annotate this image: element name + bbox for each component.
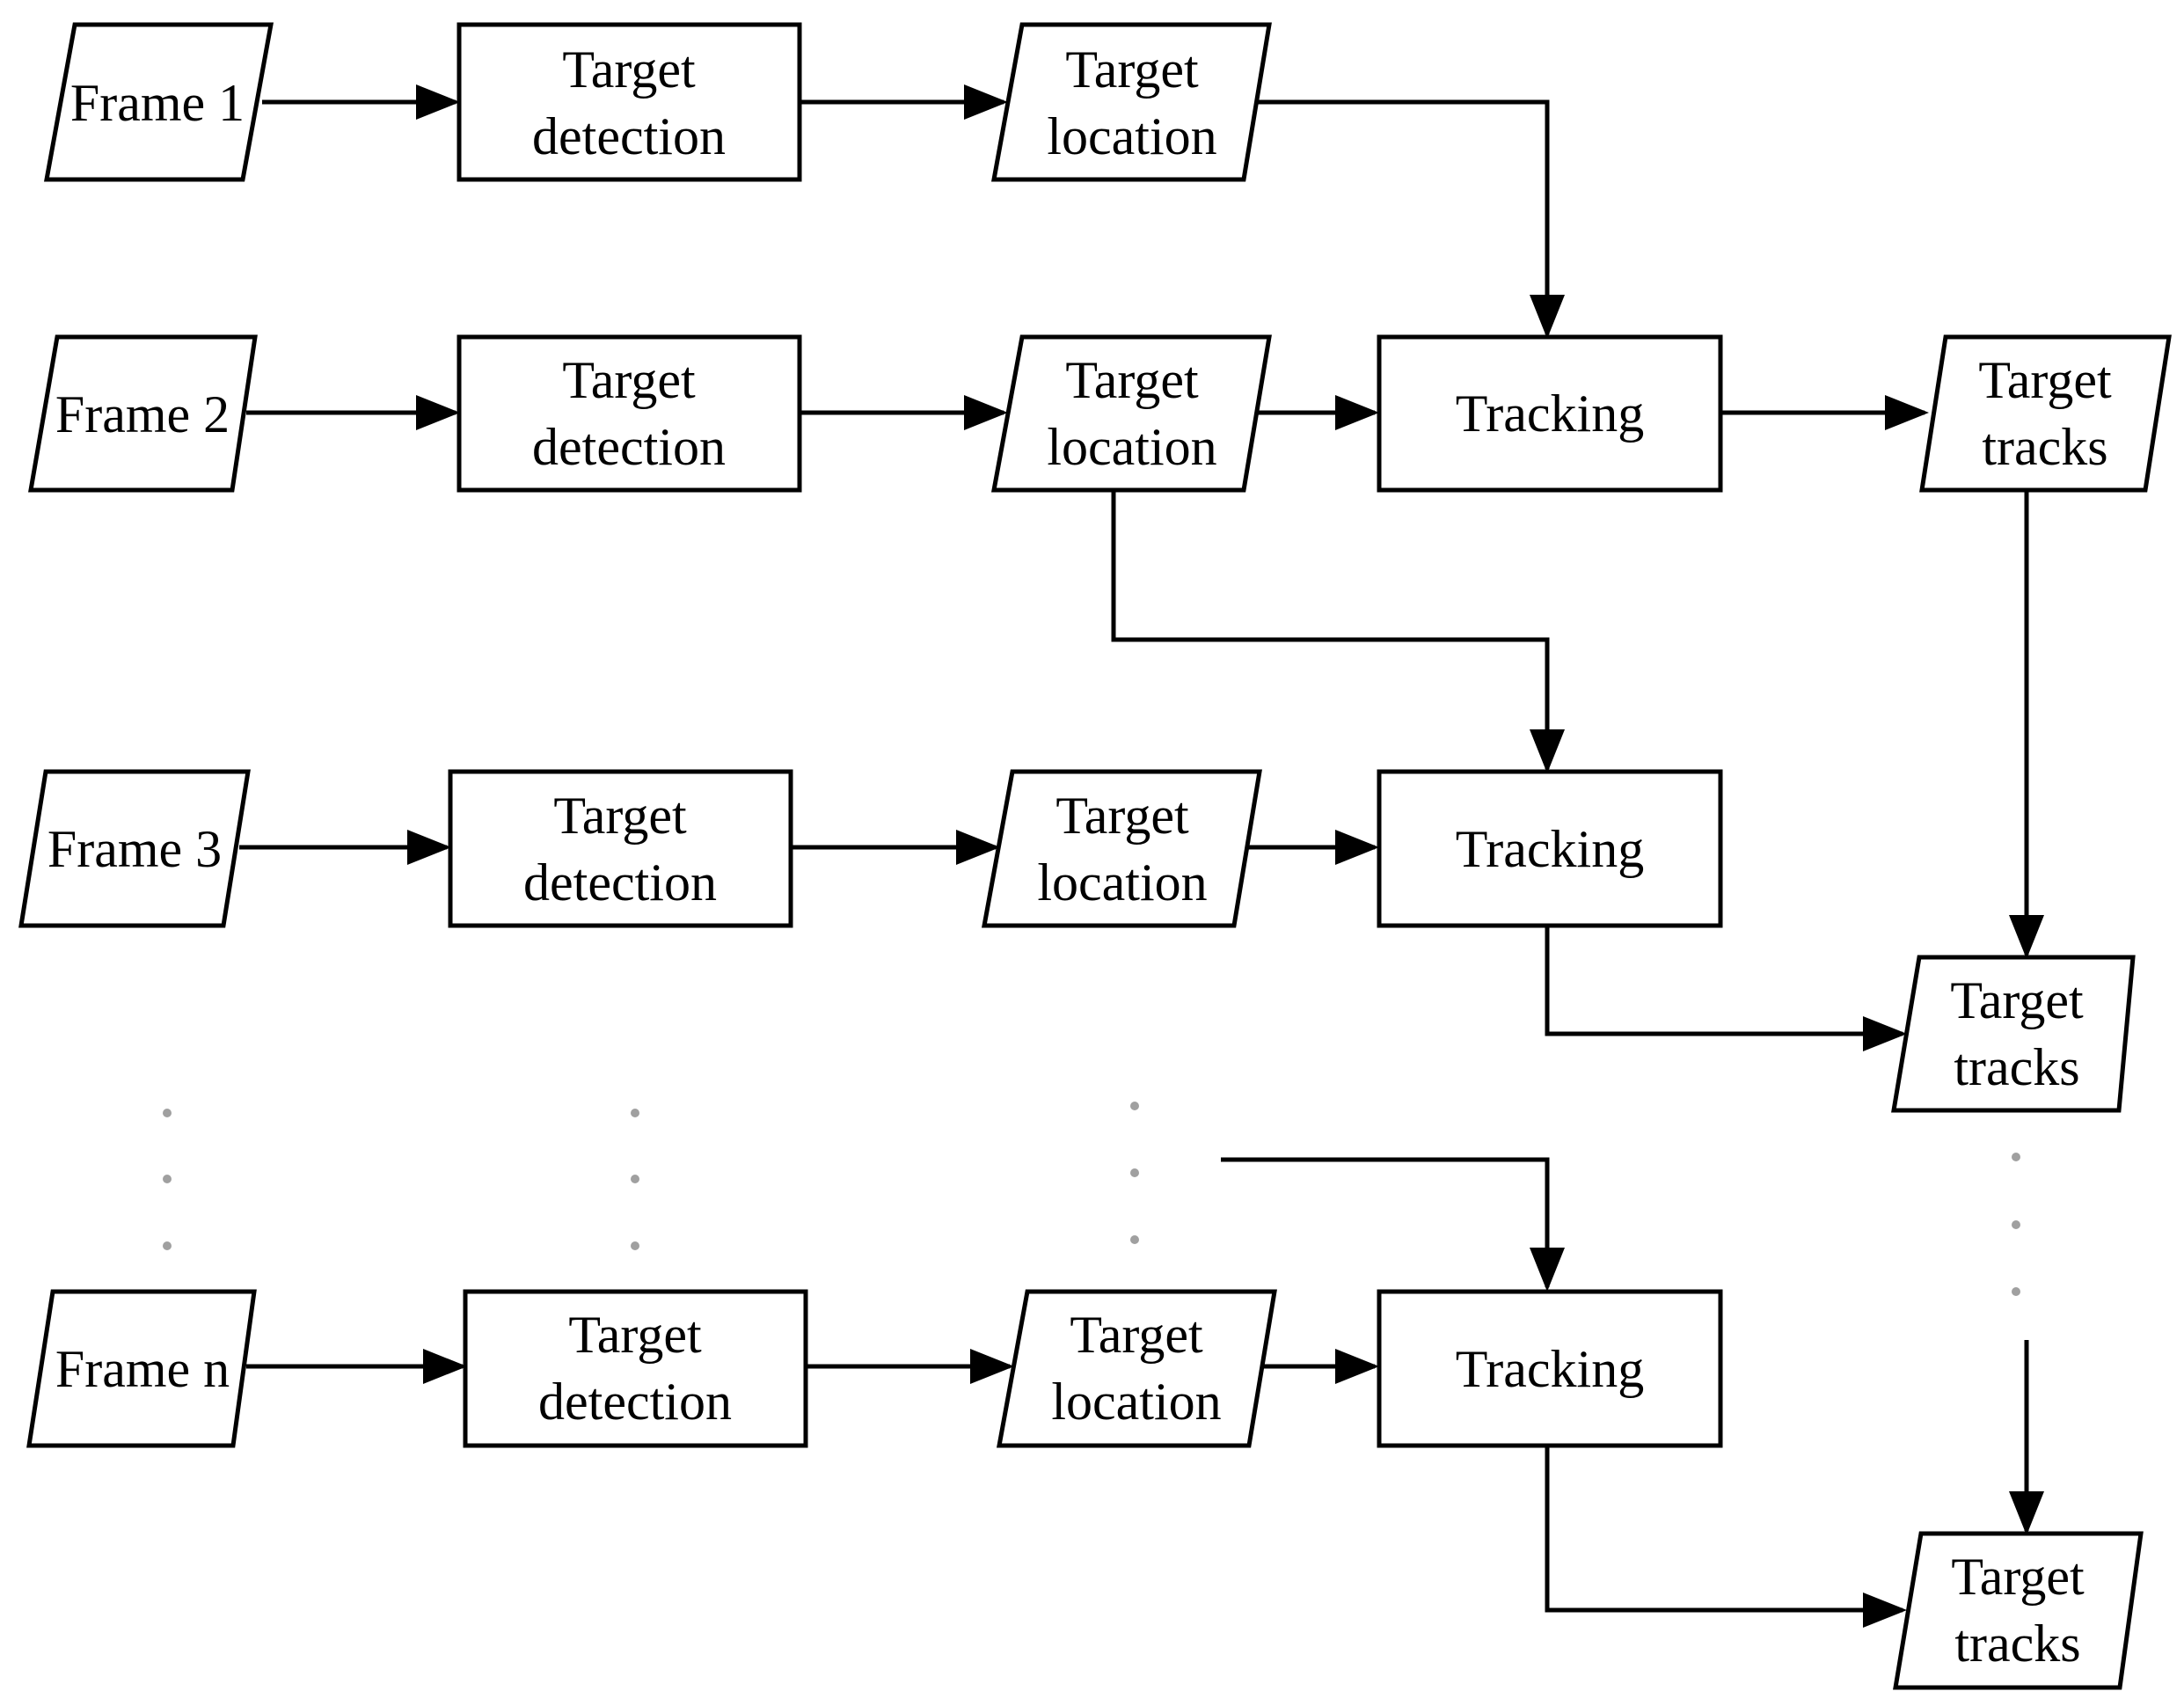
tracking-3-label: Tracking [1456, 820, 1644, 878]
edge-into-trackingn [1221, 1157, 1565, 1292]
node-target-location-n: Target location [997, 1289, 1277, 1448]
ellipsis-frame-column [163, 1109, 172, 1250]
location-3-label-line2: location [1037, 853, 1207, 912]
node-target-location-2: Target location [990, 334, 1272, 493]
node-target-tracks-2: Target tracks [1919, 334, 2172, 493]
ellipsis-dots [163, 1102, 2020, 1296]
detection-2-label-line2: detection [532, 418, 726, 476]
node-frame-1: Frame 1 [44, 22, 274, 182]
edge-tracking3-to-tracks3 [1545, 926, 1907, 1051]
detection-3-label-line2: detection [523, 853, 717, 912]
tracks-2-label-line2: tracks [1982, 418, 2107, 476]
node-target-detection-2: Target detection [457, 334, 802, 493]
node-target-location-1: Target location [991, 22, 1272, 182]
frame-2-label: Frame 2 [55, 385, 230, 443]
node-target-location-3: Target location [982, 769, 1262, 928]
location-3-label-line1: Target [1055, 787, 1189, 845]
location-1-label-line2: location [1047, 107, 1216, 165]
location-n-label-line2: location [1051, 1373, 1221, 1431]
tracks-n-label-line1: Target [1951, 1548, 2085, 1606]
location-1-label-line1: Target [1065, 40, 1199, 99]
detection-2-label-line1: Target [562, 351, 696, 409]
edge-location1-to-tracking2 [1253, 99, 1565, 339]
edges [239, 84, 2044, 1628]
ellipsis-tracks-column [2012, 1153, 2020, 1296]
node-tracking-n: Tracking [1377, 1289, 1723, 1448]
tracking-n-label: Tracking [1456, 1340, 1644, 1398]
tracks-3-label-line2: tracks [1954, 1038, 2079, 1096]
location-n-label-line1: Target [1070, 1306, 1203, 1364]
node-frame-3: Frame 3 [18, 769, 251, 928]
tracks-3-label-line1: Target [1950, 971, 2084, 1029]
frame-3-label: Frame 3 [47, 820, 222, 878]
detection-3-label-line1: Target [553, 787, 687, 845]
frame-n-label: Frame n [55, 1340, 230, 1398]
edge-tracking-n-to-tracks-n [1545, 1446, 1907, 1628]
node-frame-n: Frame n [26, 1289, 257, 1448]
node-target-detection-n: Target detection [463, 1289, 808, 1448]
node-target-detection-1: Target detection [457, 22, 802, 182]
detection-1-label-line1: Target [562, 40, 696, 99]
tracks-2-label-line1: Target [1978, 351, 2112, 409]
ellipsis-detection-column [631, 1109, 639, 1250]
node-target-tracks-3: Target tracks [1891, 955, 2136, 1113]
location-2-label-line2: location [1047, 418, 1216, 476]
node-target-detection-3: Target detection [448, 769, 793, 928]
node-frame-2: Frame 2 [28, 334, 258, 493]
tracking-2-label: Tracking [1456, 384, 1644, 443]
ellipsis-location-column [1130, 1102, 1139, 1244]
node-target-tracks-n: Target tracks [1893, 1531, 2144, 1690]
node-tracking-2: Tracking [1377, 334, 1723, 493]
node-tracking-3: Tracking [1377, 769, 1723, 928]
detection-n-label-line2: detection [538, 1373, 732, 1431]
edge-location2-to-tracking3 [1111, 490, 1565, 773]
tracks-n-label-line2: tracks [1954, 1614, 2080, 1673]
detection-1-label-line2: detection [532, 107, 726, 165]
location-2-label-line1: Target [1065, 351, 1199, 409]
frame-1-label: Frame 1 [70, 74, 245, 132]
detection-n-label-line1: Target [568, 1306, 702, 1364]
